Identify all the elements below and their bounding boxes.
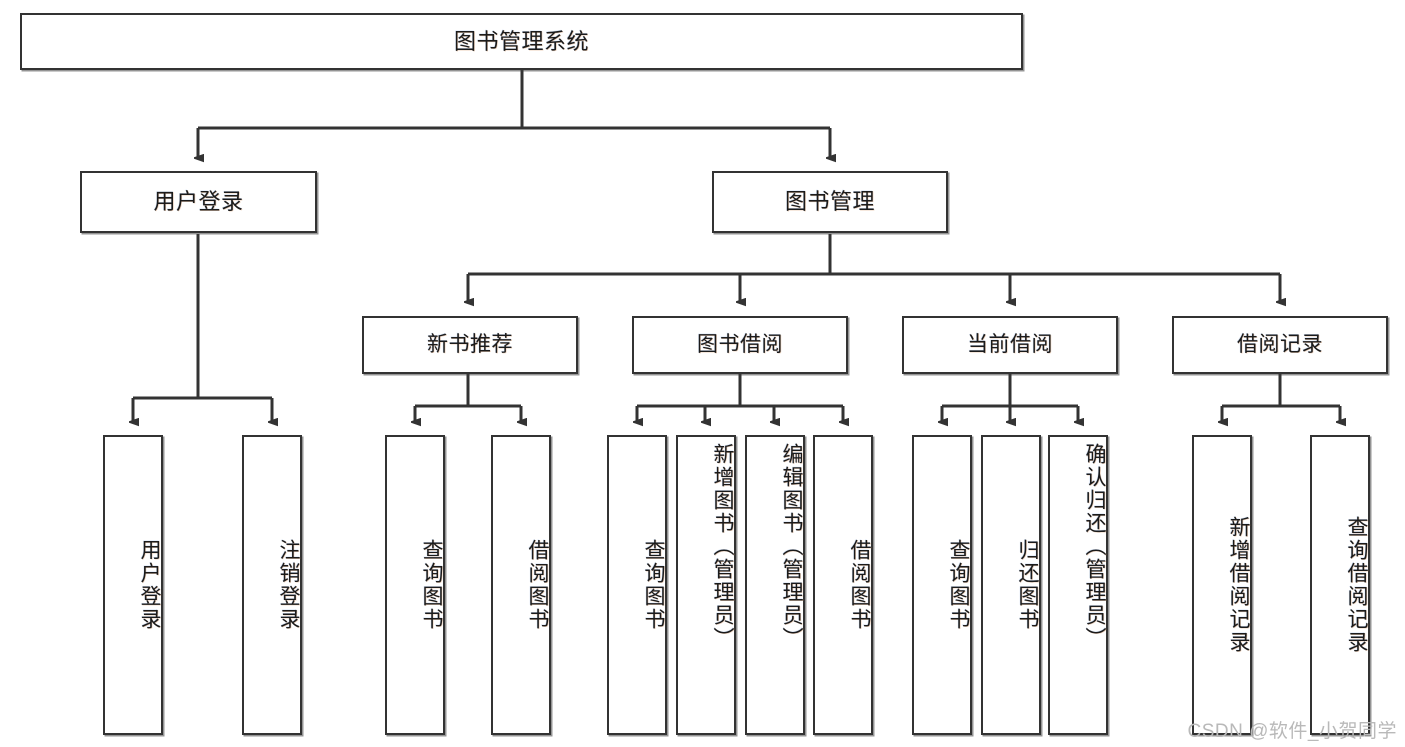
leaf-recommend-query-book[interactable]: 查询图书 [385,435,445,735]
leaf-label: 查询借阅记录 [1345,516,1368,654]
leaf-label: 注销登录 [277,539,300,631]
leaf-current-query-book[interactable]: 查询图书 [912,435,972,735]
leaf-label: 查询图书 [642,539,665,631]
leaf-label: 归还图书 [1016,539,1039,631]
leaf-label: 查询图书 [947,539,970,631]
leaf-borrow-add-book-admin[interactable]: 新增图书（管理员） [676,435,736,735]
node-label: 借阅记录 [1237,332,1323,356]
leaf-current-return-book[interactable]: 归还图书 [981,435,1041,735]
leaf-recommend-borrow-book[interactable]: 借阅图书 [491,435,551,735]
leaf-label: 新增图书（管理员） [711,443,734,650]
node-label: 新书推荐 [427,332,513,356]
node-root-system[interactable]: 图书管理系统 [20,13,1023,70]
node-book-management[interactable]: 图书管理 [712,171,948,233]
node-current-borrow[interactable]: 当前借阅 [902,316,1118,374]
leaf-borrow-edit-book-admin[interactable]: 编辑图书（管理员） [745,435,805,735]
node-new-book-recommend[interactable]: 新书推荐 [362,316,578,374]
leaf-record-add-record[interactable]: 新增借阅记录 [1192,435,1252,735]
leaf-record-query-record[interactable]: 查询借阅记录 [1310,435,1370,735]
leaf-label: 借阅图书 [526,539,549,631]
leaf-current-confirm-return-admin[interactable]: 确认归还（管理员） [1048,435,1108,735]
leaf-borrow-query-book[interactable]: 查询图书 [607,435,667,735]
node-label: 当前借阅 [967,332,1053,356]
leaf-label: 查询图书 [420,539,443,631]
node-book-borrow[interactable]: 图书借阅 [632,316,848,374]
leaf-user-login-signin[interactable]: 用户登录 [103,435,163,735]
leaf-label: 新增借阅记录 [1227,516,1250,654]
leaf-label: 借阅图书 [848,539,871,631]
leaf-borrow-borrow-book[interactable]: 借阅图书 [813,435,873,735]
leaf-label: 确认归还（管理员） [1083,443,1106,650]
leaf-label: 编辑图书（管理员） [780,443,803,650]
leaf-label: 用户登录 [138,539,161,631]
node-borrow-record[interactable]: 借阅记录 [1172,316,1388,374]
node-label: 用户登录 [153,189,244,215]
watermark-text: CSDN @软件_小贺同学 [1187,721,1397,742]
node-label: 图书借阅 [697,332,783,356]
node-label: 图书管理系统 [453,28,589,54]
leaf-user-login-signout[interactable]: 注销登录 [242,435,302,735]
node-label: 图书管理 [784,189,875,215]
node-user-login[interactable]: 用户登录 [80,171,317,233]
